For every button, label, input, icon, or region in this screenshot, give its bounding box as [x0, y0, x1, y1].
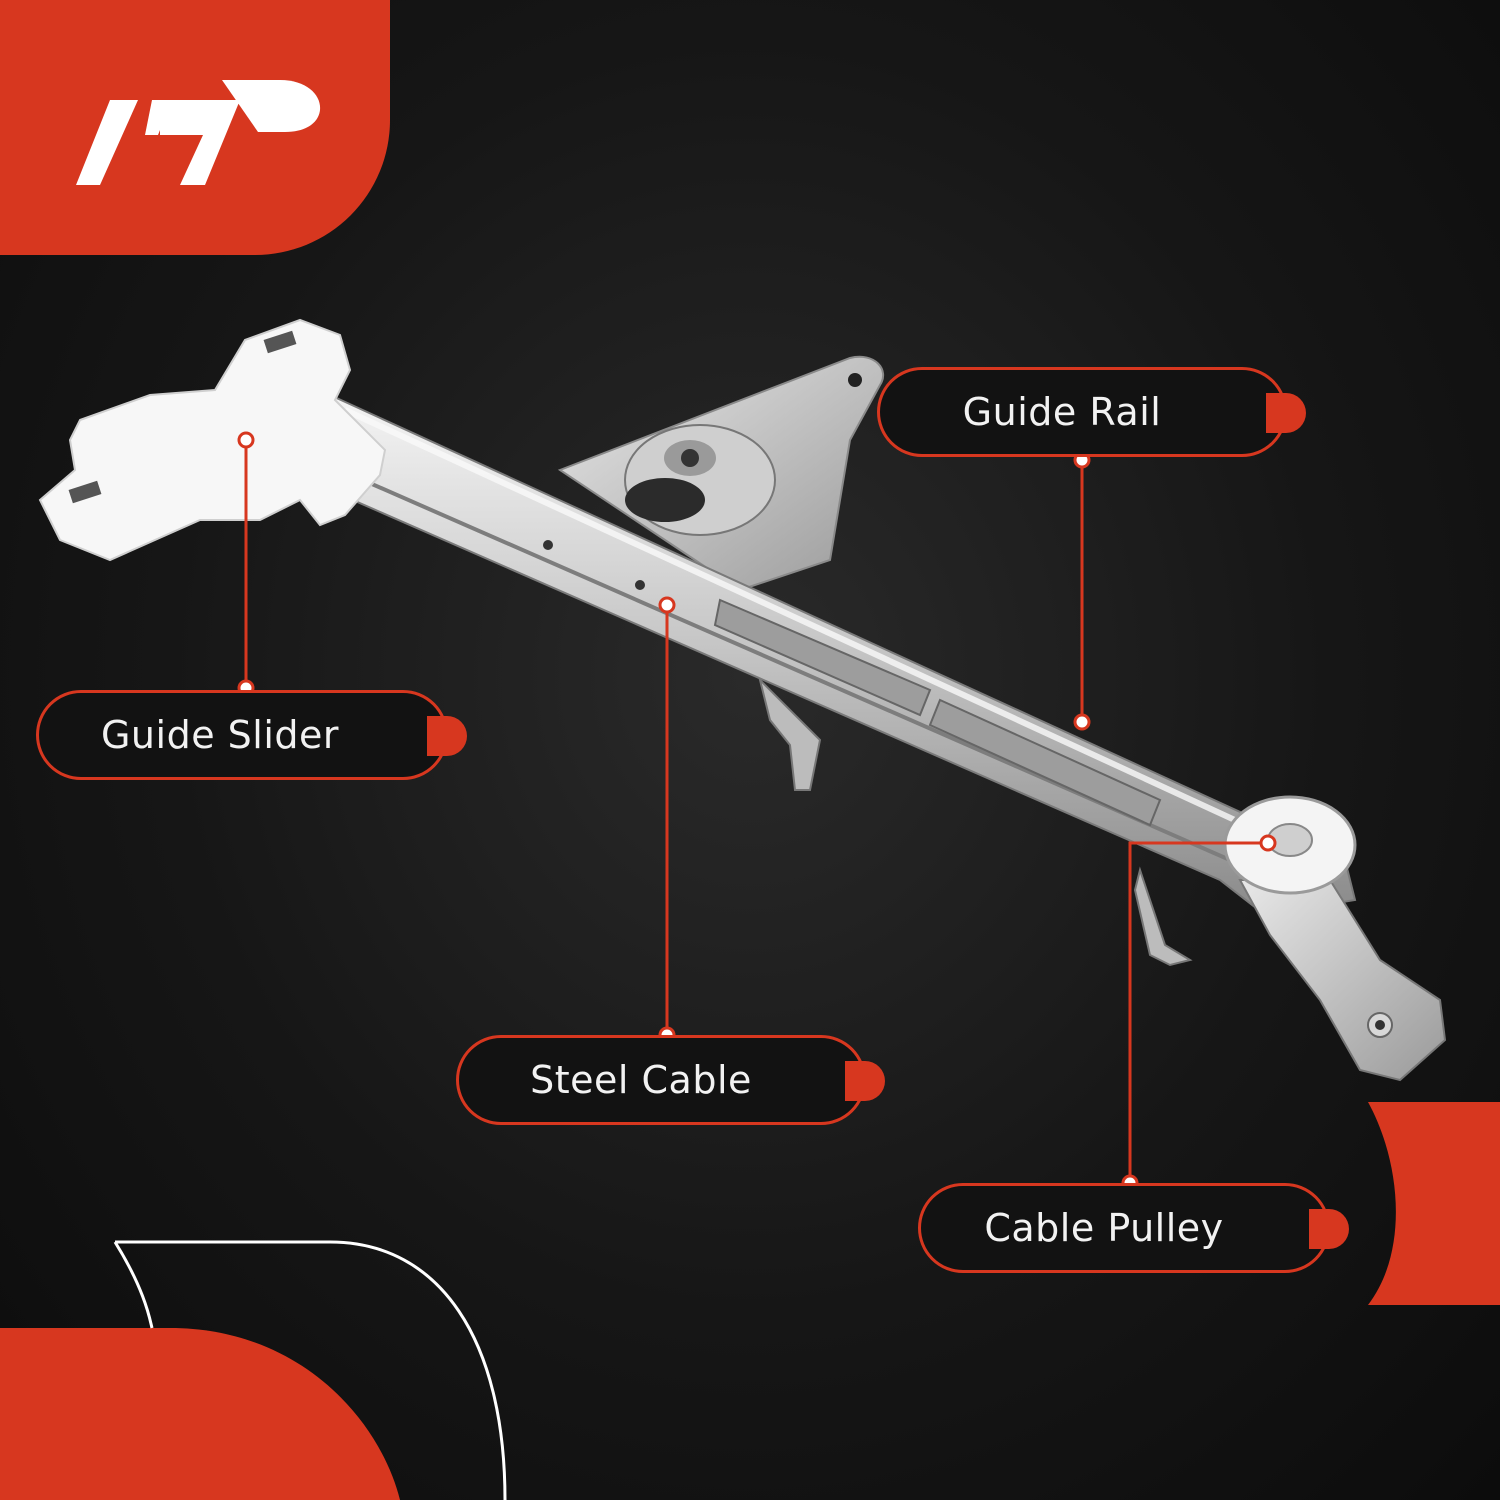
guide-slider-part [38, 318, 387, 562]
callout-tab-icon [845, 1061, 885, 1101]
dot-steel-cable-top [658, 596, 676, 614]
outline-arc [113, 1240, 507, 1500]
callout-tab-icon [427, 716, 467, 756]
dot-cable-pulley-top [1259, 834, 1277, 852]
logo-mark-icon [76, 80, 321, 185]
callout-guide-rail-label: Guide Rail [962, 390, 1162, 434]
dot-guide-slider-top [237, 431, 255, 449]
callout-tab-icon [1309, 1209, 1349, 1249]
connector-cable-pulley [1128, 841, 1268, 1183]
callout-cable-pulley-label: Cable Pulley [984, 1206, 1224, 1250]
callout-steel-cable-label: Steel Cable [530, 1058, 752, 1102]
corner-shape-right [1368, 1102, 1500, 1305]
end-bracket [1238, 879, 1447, 1082]
dot-guide-rail-bottom [1073, 713, 1091, 731]
callout-cable-pulley: Cable Pulley [918, 1183, 1349, 1273]
callout-guide-slider: Guide Slider [36, 690, 467, 780]
callout-steel-cable: Steel Cable [456, 1035, 885, 1125]
callout-guide-rail: Guide Rail [877, 367, 1306, 457]
callout-guide-slider-label: Guide Slider [100, 713, 340, 757]
callout-tab-icon [1266, 393, 1306, 433]
corner-shape-bottom-left [0, 1328, 400, 1500]
